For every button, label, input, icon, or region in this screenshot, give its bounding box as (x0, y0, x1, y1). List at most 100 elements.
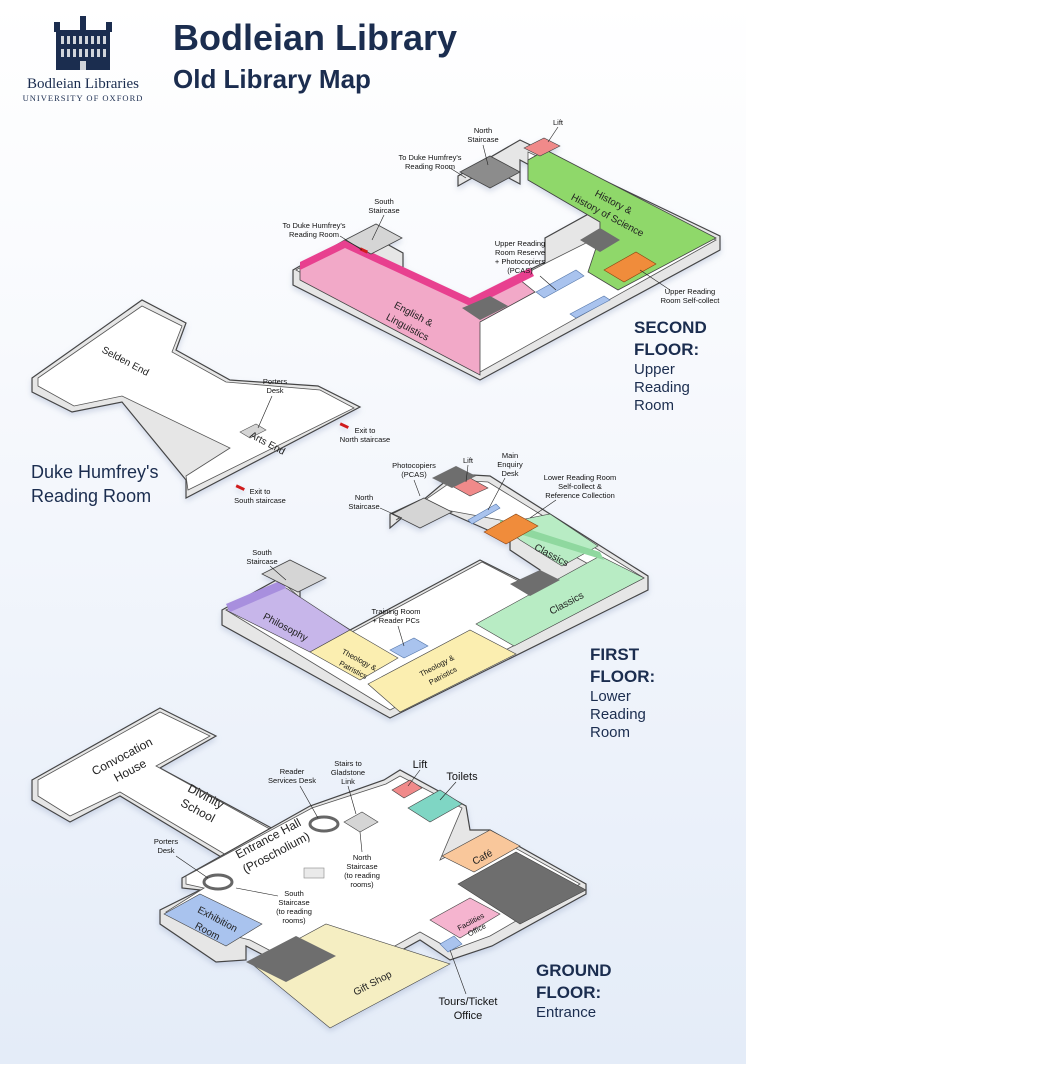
first-dark-block (510, 570, 560, 596)
label-exit-north: Exit to (355, 426, 376, 435)
second-floor-name-1: SECOND (634, 318, 707, 337)
label-selfcollect: Upper Reading (665, 287, 715, 296)
label-tours-2: Office (454, 1010, 483, 1022)
tours-office (439, 935, 463, 953)
label-second-to-duke-south: To Duke Humfrey's (282, 221, 345, 230)
label-south-staircase: South (284, 889, 304, 898)
first-floor-name-2: FLOOR: (590, 667, 656, 686)
label-gladstone-3: Link (341, 777, 355, 786)
ground-floor-desc-1: Entrance (536, 1004, 597, 1021)
label-exit-south-2: South staircase (234, 496, 286, 505)
label-south-staircase-4: rooms) (282, 916, 306, 925)
porters-desk-ring (202, 873, 234, 891)
label-selfcollect-2: Room Self-collect (661, 296, 721, 305)
enquiry-desk (467, 503, 501, 525)
facilities-office (429, 897, 501, 939)
ground-floor-plan (31, 707, 587, 1029)
label-enquiry: Main (502, 451, 518, 460)
duke-exit-south (235, 484, 245, 491)
classics-section-2 (475, 555, 645, 647)
first-floor-desc-3: Room (590, 724, 631, 741)
building-icon (54, 16, 112, 70)
duke-exit-north (339, 422, 349, 429)
label-reserve-4: (PCAS) (507, 266, 533, 275)
first-south-staircase (261, 559, 327, 593)
label-second-to-duke-north-2: Reading Room (405, 162, 455, 171)
logo-name: Bodleian Libraries (26, 76, 140, 92)
reader-services-ring (308, 815, 340, 833)
label-duke-porters-2: Desk (266, 386, 283, 395)
label-lower-reading: Lower Reading Room (544, 473, 617, 482)
second-floor-desc-2: Reading (634, 379, 690, 396)
label-ground-porters-2: Desk (157, 846, 174, 855)
label-first-south-staircase: South (252, 548, 272, 557)
label-second-to-duke-south-2: Reading Room (289, 230, 339, 239)
logo-university: UNIVERSITY OF OXFORD (22, 93, 144, 103)
first-floor-plan (221, 466, 649, 719)
ground-center-desk (303, 867, 325, 879)
ground-floor-top (165, 775, 581, 983)
label-second-north-staircase-2: Staircase (467, 135, 498, 144)
first-floor-name-1: FIRST (590, 645, 640, 664)
duke-top (37, 305, 355, 491)
label-reserve-3: + Photocopiers (495, 257, 545, 266)
first-floor-desc-1: Lower (590, 688, 631, 705)
label-photocopiers: Photocopiers (392, 461, 436, 470)
label-reader-services-2: Services Desk (268, 776, 316, 785)
reserve-desks (535, 269, 585, 299)
duke-humfrey-plan (31, 299, 362, 499)
second-north-staircase (459, 155, 521, 189)
second-floor-desc-1: Upper (634, 361, 675, 378)
label-tours: Tours/Ticket (439, 996, 498, 1008)
label-second-lift: Lift (553, 118, 564, 127)
gift-dark-block (246, 936, 336, 982)
cafe (441, 829, 521, 873)
ground-floor-name-1: GROUND (536, 961, 612, 980)
label-gladstone-2: Gladstone (331, 768, 365, 777)
label-exit-south: Exit to (250, 487, 271, 496)
second-floor-desc-3: Room (634, 397, 675, 414)
label-exit-north-2: North staircase (340, 435, 390, 444)
second-south-exit-marker (359, 247, 369, 254)
duke-label-1: Duke Humfrey's (31, 462, 159, 482)
first-floor-label: FIRST FLOOR: Lower Reading Room (590, 644, 655, 742)
history-section (527, 149, 717, 291)
duke-label-2: Reading Room (31, 486, 152, 506)
label-reserve: Upper Reading (495, 239, 545, 248)
label-ground-lift: Lift (413, 759, 428, 771)
philosophy-edge (226, 580, 286, 612)
label-second-south-staircase: South (374, 197, 394, 206)
floor-map: North Staircase Lift To Duke Humfrey's R… (31, 118, 721, 1029)
label-first-south-staircase-2: Staircase (246, 557, 277, 566)
label-photocopiers-2: (PCAS) (401, 470, 427, 479)
first-north-staircase (391, 497, 453, 529)
toilets (407, 789, 463, 823)
ground-north-staircase (343, 811, 379, 833)
label-second-north-staircase: North (474, 126, 492, 135)
page-subtitle: Old Library Map (173, 64, 371, 94)
label-first-north-staircase: North (355, 493, 373, 502)
selfcollect-shelves (603, 251, 657, 283)
label-duke-porters: Porters (263, 377, 287, 386)
second-floor-plan (292, 137, 721, 381)
label-enquiry-3: Desk (501, 469, 518, 478)
label-second-to-duke-north: To Duke Humfrey's (398, 153, 461, 162)
label-reserve-2: Room Reserve (495, 248, 545, 257)
second-dark-block-2 (580, 228, 620, 252)
ground-lift (391, 779, 423, 799)
label-north-staircase-3: (to reading (344, 871, 380, 880)
second-lift (523, 137, 561, 157)
second-dark-block-1 (462, 296, 508, 320)
ground-floor-name-2: FLOOR: (536, 983, 602, 1002)
ground-floor-label: GROUND FLOOR: Entrance (536, 960, 612, 1022)
label-first-lift: Lift (463, 456, 474, 465)
label-south-staircase-3: (to reading (276, 907, 312, 916)
first-dark-block-2 (432, 466, 476, 488)
label-south-staircase-2: Staircase (278, 898, 309, 907)
label-ground-porters: Porters (154, 837, 178, 846)
label-north-staircase-2: Staircase (346, 862, 377, 871)
label-training-2: + Reader PCs (372, 616, 420, 625)
duke-humfrey-label: Duke Humfrey's Reading Room (31, 460, 201, 508)
exhibition-room (163, 893, 263, 947)
second-floor-label: SECOND FLOOR: Upper Reading Room (634, 317, 707, 415)
